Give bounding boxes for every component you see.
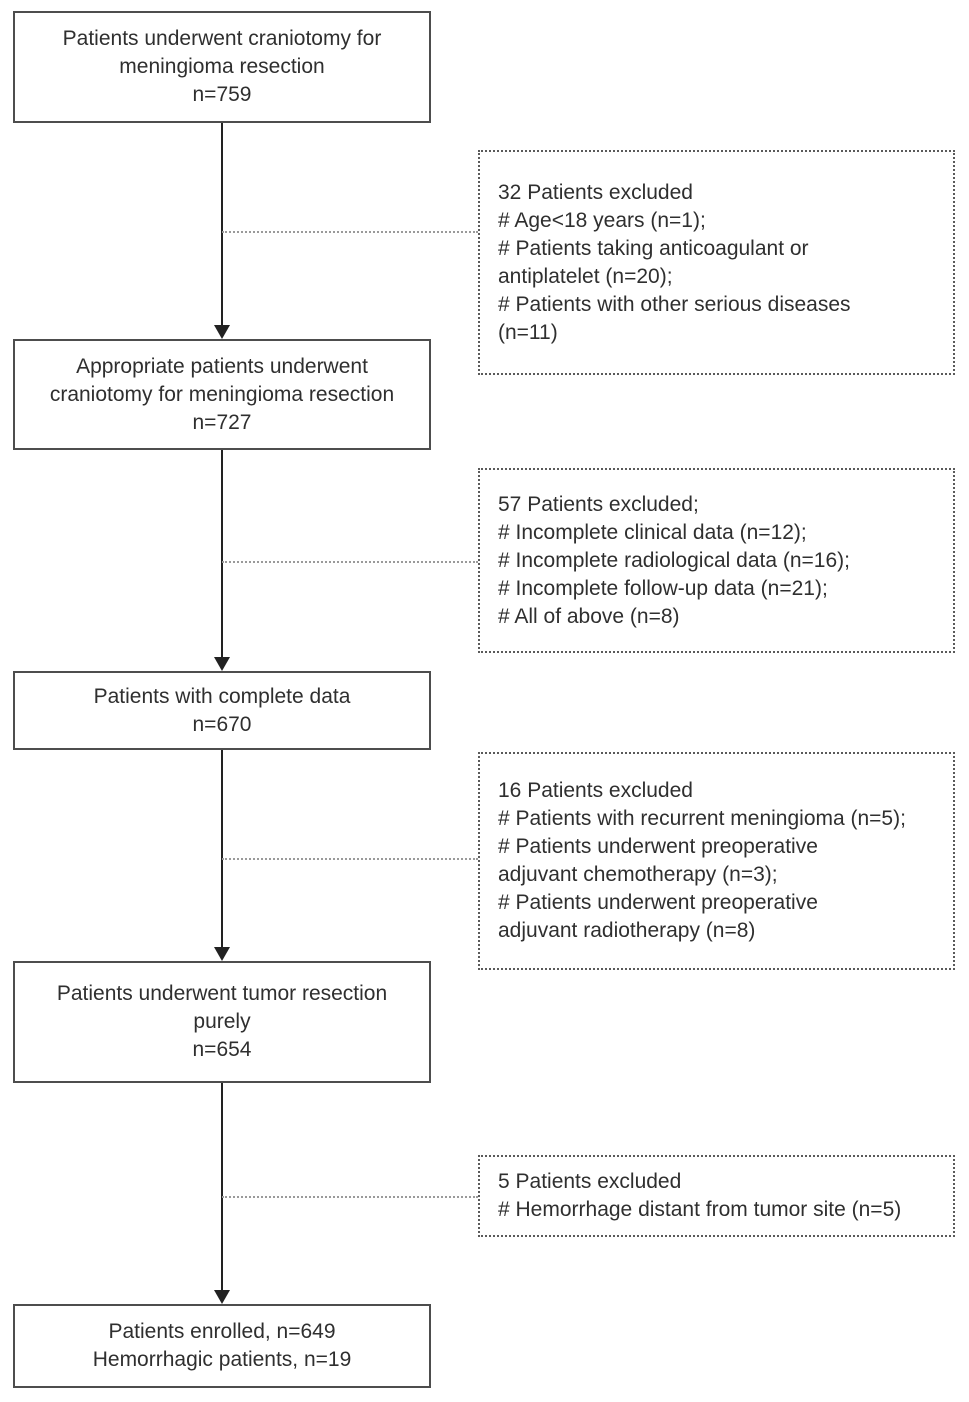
exclusion-connector-4 — [222, 1196, 478, 1198]
flow-arrow-head-3 — [214, 947, 230, 961]
exclusion-box-preoperative-treatment: 16 Patients excluded # Patients with rec… — [478, 752, 955, 970]
flow-arrow-head-2 — [214, 657, 230, 671]
flow-arrow-line-3 — [221, 750, 223, 947]
flow-arrow-line-4 — [221, 1083, 223, 1290]
exclusion-connector-2 — [222, 561, 478, 563]
flow-box-craniotomy: Patients underwent craniotomy for mening… — [13, 11, 431, 123]
flow-arrow-line-1 — [221, 123, 223, 325]
flow-arrow-head-1 — [214, 325, 230, 339]
flow-arrow-line-2 — [221, 450, 223, 657]
exclusion-connector-1 — [222, 231, 478, 233]
flow-box-complete-data: Patients with complete data n=670 — [13, 671, 431, 750]
flow-box-enrolled: Patients enrolled, n=649 Hemorrhagic pat… — [13, 1304, 431, 1388]
exclusion-box-incomplete-data: 57 Patients excluded; # Incomplete clini… — [478, 468, 955, 653]
flow-box-appropriate-patients: Appropriate patients underwent craniotom… — [13, 339, 431, 450]
exclusion-box-initial-criteria: 32 Patients excluded # Age<18 years (n=1… — [478, 150, 955, 375]
exclusion-box-distant-hemorrhage: 5 Patients excluded # Hemorrhage distant… — [478, 1155, 955, 1237]
exclusion-connector-3 — [222, 858, 478, 860]
flow-arrow-head-4 — [214, 1290, 230, 1304]
flow-box-tumor-resection-purely: Patients underwent tumor resection purel… — [13, 961, 431, 1083]
